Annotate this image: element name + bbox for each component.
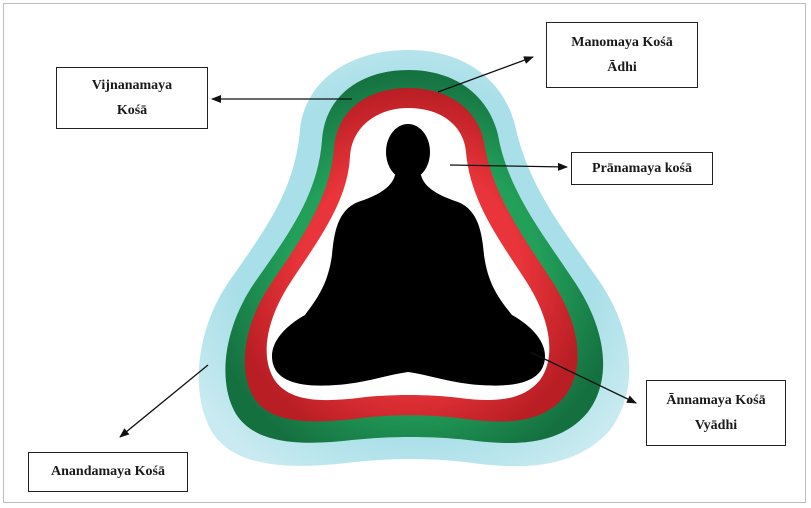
label-anandamaya-line1: Anandamaya Kośā [29, 459, 187, 484]
label-vijnanamaya-line1: Vijnanamaya [57, 73, 207, 98]
label-annamaya: Ānnamaya Kośā Vyādhi [646, 380, 786, 446]
label-vijnanamaya-line2: Kośā [57, 98, 207, 123]
arrow-anandamaya [120, 365, 208, 437]
label-pranamaya-line1: Prānamaya kośā [572, 156, 712, 181]
label-manomaya: Manomaya Kośā Ādhi [546, 22, 698, 88]
label-pranamaya: Prānamaya kośā [571, 152, 713, 185]
label-anandamaya: Anandamaya Kośā [28, 452, 188, 492]
label-manomaya-line2: Ādhi [547, 55, 697, 80]
label-annamaya-line2: Vyādhi [647, 413, 785, 438]
label-annamaya-line1: Ānnamaya Kośā [647, 388, 785, 413]
label-vijnanamaya: Vijnanamaya Kośā [56, 67, 208, 129]
label-manomaya-line1: Manomaya Kośā [547, 30, 697, 55]
